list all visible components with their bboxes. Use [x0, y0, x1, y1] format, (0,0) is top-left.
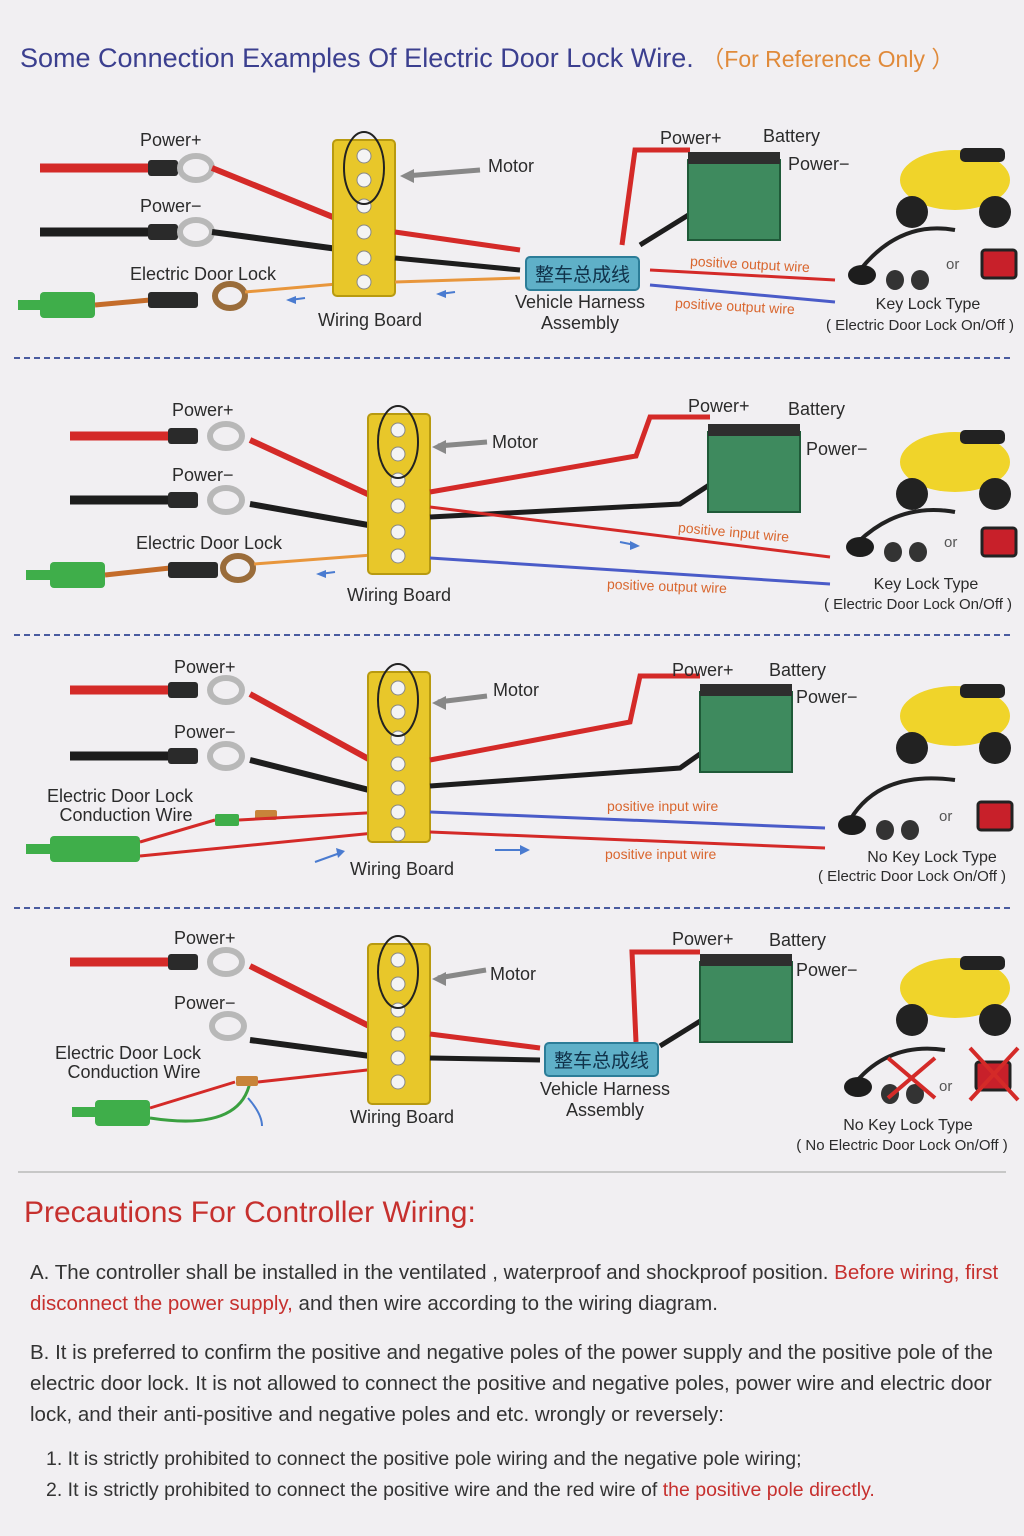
harness-label: Vehicle Harness Assembly	[514, 292, 646, 333]
battery-2	[707, 431, 801, 513]
battery-label: Battery	[769, 660, 827, 680]
wiring-board-2	[367, 413, 431, 575]
wiring-board-4	[367, 943, 431, 1105]
precaution-item-2: 2. It is strictly prohibited to connect …	[46, 1479, 875, 1502]
diagram-panel-1: Power+ Power− Electric Door Lock Motor W…	[0, 120, 1024, 350]
door-lock-label-2: Conduction Wire	[59, 805, 193, 825]
lock-type-sub: ( No Electric Door Lock On/Off )	[796, 1137, 1008, 1154]
lock-type-sub: ( Electric Door Lock On/Off )	[823, 596, 1013, 613]
motor-label: Motor	[493, 680, 540, 700]
scooter-illustration-1	[896, 148, 1011, 228]
motor-label: Motor	[488, 156, 535, 176]
panel-divider	[14, 357, 1010, 359]
motor-label: Motor	[492, 432, 539, 452]
precaution-a-text-end: and then wire according to the wiring di…	[292, 1292, 718, 1315]
battery-minus-label: Power−	[806, 439, 868, 459]
door-lock-connector-1	[40, 292, 95, 318]
power-plus-label: Power+	[140, 130, 202, 150]
scooter-illustration-3	[896, 684, 1011, 764]
lock-type-label: Key Lock Type	[873, 576, 979, 593]
battery-1	[687, 159, 781, 241]
battery-label: Battery	[788, 399, 846, 419]
battery-3	[699, 691, 793, 773]
door-lock-label: Electric Door Lock	[130, 264, 277, 284]
lock-type-sub: ( Electric Door Lock On/Off )	[817, 868, 1007, 885]
wiring-board-label: Wiring Board	[350, 1107, 455, 1127]
harness-label: Vehicle Harness Assembly	[539, 1079, 671, 1120]
battery-4	[699, 961, 793, 1043]
precaution-b: B. It is preferred to confirm the positi…	[30, 1341, 993, 1426]
power-minus-label: Power−	[172, 465, 234, 485]
lock-type-label: No Key Lock Type	[843, 1117, 973, 1134]
diagram-panel-2: Power+ Power− Electric Door Lock Motor W…	[0, 392, 1024, 624]
or-label: or	[939, 1078, 953, 1095]
precaution-a-text: A. The controller shall be installed in …	[30, 1261, 835, 1284]
battery-minus-label: Power−	[788, 154, 850, 174]
scooter-illustration-2	[896, 430, 1011, 510]
wiring-diagram-4	[70, 935, 1020, 1127]
diagram-panel-4: Power+ Power− Electric Door Lock Conduct…	[0, 922, 1024, 1162]
precaution-a-warning: Before wiring, first disconnect the powe…	[30, 1261, 999, 1315]
power-minus-label: Power−	[174, 993, 236, 1013]
power-plus-label: Power+	[174, 928, 236, 948]
cross-icon	[886, 1056, 937, 1100]
or-label: or	[944, 534, 958, 551]
battery-label: Battery	[769, 930, 827, 950]
wiring-diagram-3	[26, 663, 1014, 863]
page-title: Some Connection Examples Of Electric Doo…	[20, 43, 694, 73]
power-plus-label: Power+	[174, 657, 236, 677]
wire-label-1: positive input wire	[607, 798, 719, 814]
wiring-board-label: Wiring Board	[347, 585, 452, 605]
door-lock-label: Electric Door Lock	[54, 1043, 202, 1063]
precaution-item-1: 1. It is strictly prohibited to connect …	[46, 1448, 802, 1470]
or-label: or	[946, 256, 960, 273]
cross-icon	[968, 1046, 1020, 1102]
battery-plus-label: Power+	[672, 660, 734, 680]
battery-label: Battery	[763, 126, 821, 146]
motor-label: Motor	[490, 964, 537, 984]
lock-type-label: Key Lock Type	[875, 296, 981, 313]
harness-badge: 整车总成线	[544, 1042, 660, 1077]
battery-minus-label: Power−	[796, 960, 858, 980]
or-label: or	[939, 808, 953, 825]
wiring-diagram-2	[26, 405, 1018, 588]
panel-divider	[14, 907, 1010, 909]
diagram-panel-3: Power+ Power− Electric Door Lock Conduct…	[0, 650, 1024, 898]
precaution-item-2-text: 2. It is strictly prohibited to connect …	[46, 1479, 663, 1501]
wiring-board-label: Wiring Board	[350, 859, 455, 879]
door-lock-label: Electric Door Lock	[46, 786, 194, 806]
wire-label-2: positive input wire	[605, 846, 717, 862]
switch-1	[980, 248, 1018, 280]
page-header: Some Connection Examples Of Electric Doo…	[20, 40, 954, 74]
door-lock-label-2: Conduction Wire	[67, 1062, 201, 1082]
key-lock-1	[848, 265, 876, 285]
precaution-item-2-warning: the positive pole directly.	[662, 1479, 875, 1501]
battery-plus-label: Power+	[660, 128, 722, 148]
battery-plus-label: Power+	[672, 929, 734, 949]
scooter-illustration-4	[896, 956, 1011, 1036]
door-lock-label: Electric Door Lock	[136, 533, 283, 553]
lock-type-label: No Key Lock Type	[867, 849, 997, 866]
power-minus-label: Power−	[174, 722, 236, 742]
wiring-diagram-1	[18, 131, 1018, 318]
wiring-board-label: Wiring Board	[318, 310, 423, 330]
power-minus-label: Power−	[140, 196, 202, 216]
precaution-a: A. The controller shall be installed in …	[30, 1257, 1010, 1319]
reference-note: （For Reference Only ）	[701, 46, 955, 72]
harness-badge: 整车总成线	[525, 256, 641, 291]
battery-plus-label: Power+	[688, 396, 750, 416]
precautions-title: Precautions For Controller Wiring:	[24, 1196, 476, 1229]
panel-divider	[14, 634, 1010, 636]
power-plus-label: Power+	[172, 400, 234, 420]
battery-minus-label: Power−	[796, 687, 858, 707]
wiring-board-1	[332, 139, 396, 297]
section-divider	[18, 1171, 1006, 1173]
lock-type-sub: ( Electric Door Lock On/Off )	[825, 317, 1015, 334]
